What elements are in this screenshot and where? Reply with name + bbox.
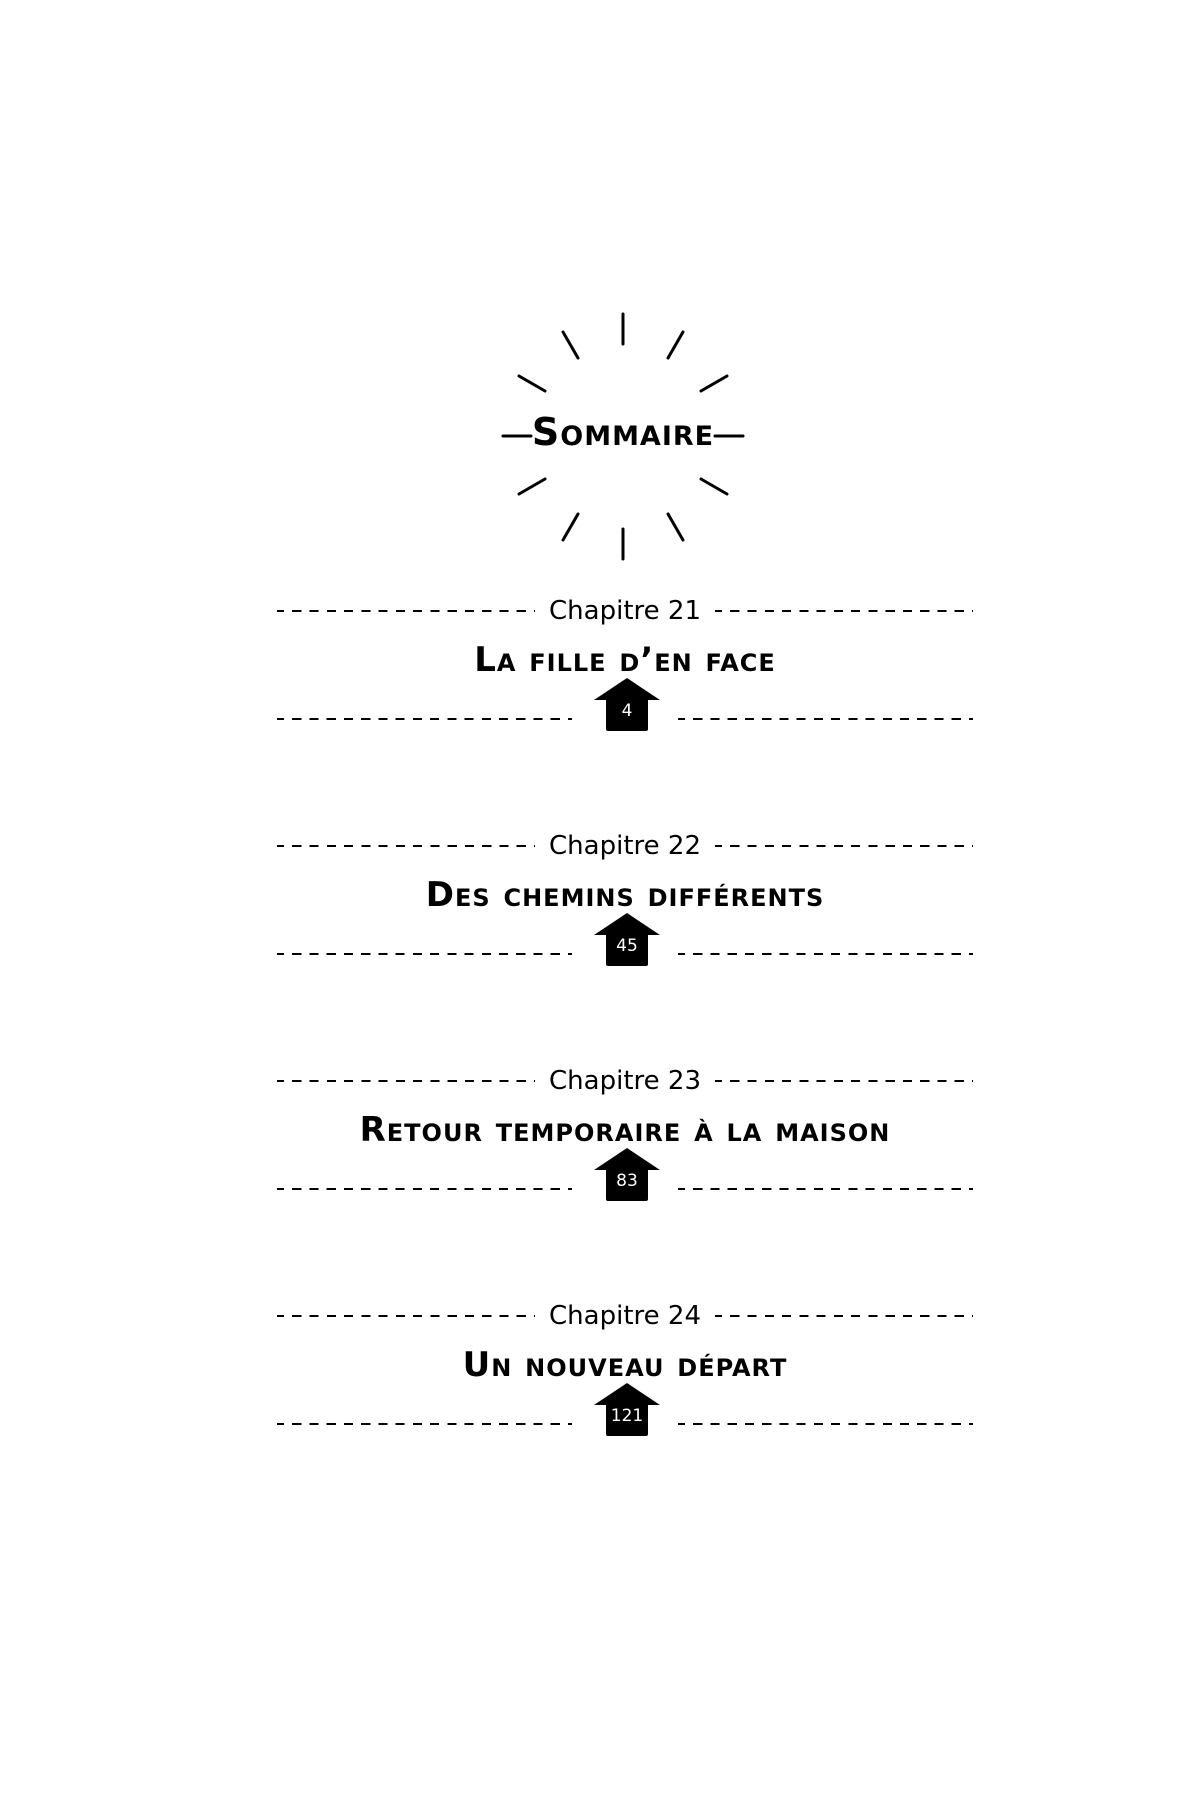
house-page-badge[interactable]: 83 [592, 1146, 662, 1202]
chapter-title[interactable]: Un nouveau départ [462, 1345, 788, 1385]
house-page-badge[interactable]: 4 [592, 676, 662, 732]
chapter-label: Chapitre 24 [549, 1301, 701, 1331]
page-number-row: 83 [277, 1148, 973, 1204]
dashed-divider [678, 1423, 973, 1425]
chapter-label-row: Chapitre 24 [277, 1301, 974, 1331]
sunburst-ornament-icon [501, 312, 745, 561]
dashed-divider [277, 1423, 572, 1425]
dashed-divider [678, 953, 973, 955]
house-icon [594, 1383, 660, 1436]
page-title: Sommaire [531, 410, 715, 454]
page-number-row: 121 [277, 1383, 973, 1439]
dashed-divider [714, 1315, 974, 1317]
page-number: 83 [616, 1171, 638, 1191]
chapter-title[interactable]: La fille d’en face [474, 640, 776, 680]
dashed-divider [277, 610, 536, 612]
page-number: 45 [616, 936, 638, 956]
chapter-label-row: Chapitre 23 [277, 1066, 974, 1096]
dashed-divider [714, 610, 974, 612]
dashed-divider [277, 1315, 536, 1317]
page-number-row: 45 [277, 913, 973, 969]
house-icon [594, 913, 660, 966]
chapter-label-row: Chapitre 21 [277, 596, 974, 626]
house-page-badge[interactable]: 121 [592, 1381, 662, 1437]
house-page-badge[interactable]: 45 [592, 911, 662, 967]
chapter-title[interactable]: Retour temporaire à la maison [359, 1110, 891, 1150]
dashed-divider [277, 953, 572, 955]
chapter-label: Chapitre 21 [549, 596, 701, 626]
chapter-label: Chapitre 22 [549, 831, 701, 861]
dashed-divider [678, 718, 973, 720]
chapter-title[interactable]: Des chemins différents [425, 875, 825, 915]
dashed-divider [714, 1080, 974, 1082]
dashed-divider [277, 718, 572, 720]
page-number-row: 4 [277, 678, 973, 734]
house-icon [594, 678, 660, 731]
dashed-divider [714, 845, 974, 847]
dashed-divider [277, 845, 536, 847]
dashed-divider [277, 1188, 572, 1190]
chapter-label: Chapitre 23 [549, 1066, 701, 1096]
dashed-divider [678, 1188, 973, 1190]
dashed-divider [277, 1080, 536, 1082]
page-number: 121 [610, 1406, 644, 1426]
page-number: 4 [621, 701, 633, 721]
chapter-label-row: Chapitre 22 [277, 831, 974, 861]
house-icon [594, 1148, 660, 1201]
